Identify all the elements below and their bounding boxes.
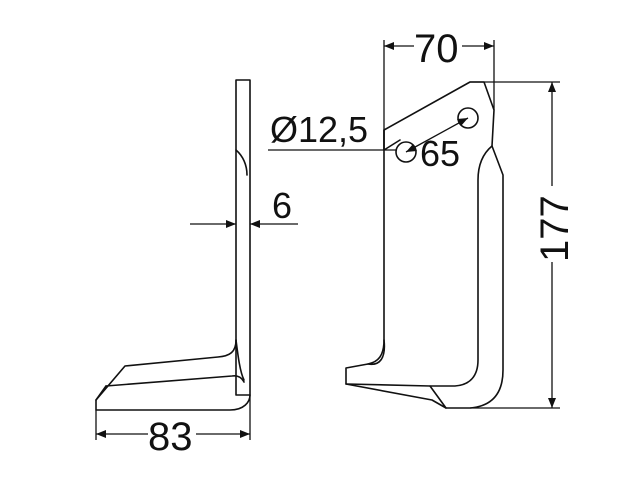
foot-tip-edge bbox=[95, 385, 107, 401]
width-arrow-left bbox=[96, 430, 106, 438]
dimension-height-177: 177 bbox=[470, 81, 577, 409]
dimension-hole-spacing: 65 bbox=[405, 117, 469, 174]
height-arrow-top bbox=[548, 82, 556, 92]
height-arrow-bottom bbox=[548, 398, 556, 408]
front-view-blade bbox=[345, 81, 504, 409]
dimension-width-83: 83 bbox=[95, 395, 251, 459]
dimension-hole-diameter: Ø12,5 bbox=[268, 109, 396, 151]
hole-spacing-line bbox=[405, 117, 469, 153]
top-width-label: 70 bbox=[414, 27, 459, 71]
hole-spacing-label: 65 bbox=[420, 133, 460, 174]
thickness-arrow-left bbox=[226, 220, 236, 228]
top-arrow-left bbox=[384, 42, 394, 50]
front-foot-edge bbox=[345, 383, 447, 409]
thickness-label: 6 bbox=[272, 185, 292, 226]
blade-top-left-chamfer bbox=[383, 139, 401, 151]
hole-spacing-arrow-lower bbox=[406, 144, 417, 152]
width-arrow-right bbox=[240, 430, 250, 438]
width-label: 83 bbox=[148, 415, 193, 459]
side-view-blade bbox=[95, 79, 251, 411]
mounting-hole-lower bbox=[395, 141, 417, 163]
blade-foot-outline bbox=[95, 339, 251, 411]
shank-bevel-curve bbox=[235, 149, 248, 176]
foot-cutting-edge bbox=[105, 375, 245, 387]
blade-shank bbox=[235, 79, 251, 396]
top-arrow-right bbox=[484, 42, 494, 50]
thickness-arrow-right bbox=[250, 220, 260, 228]
hole-diameter-label: Ø12,5 bbox=[270, 109, 368, 150]
hole-spacing-arrow-upper bbox=[457, 118, 468, 126]
height-label: 177 bbox=[533, 195, 577, 262]
front-heel-curve bbox=[367, 339, 386, 366]
inner-bend-line bbox=[429, 145, 493, 387]
dimension-width-70: 70 bbox=[383, 27, 495, 150]
mounting-hole-upper bbox=[457, 107, 479, 129]
foot-inner-edge bbox=[235, 339, 245, 381]
blade-outline bbox=[345, 81, 504, 409]
dimension-thickness: 6 bbox=[190, 185, 298, 228]
